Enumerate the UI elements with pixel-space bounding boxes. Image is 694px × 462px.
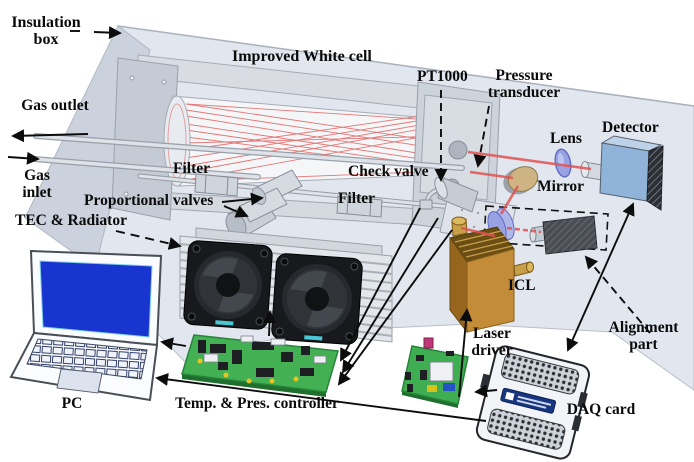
gas-inlet-arrow — [7, 151, 40, 165]
detector-daq-line — [566, 202, 635, 352]
controller-to-pc-arrow — [160, 337, 187, 351]
sensor-line-3 — [337, 229, 453, 386]
label-mirror: Mirror — [537, 178, 585, 195]
alignment-part-arrow — [584, 255, 651, 334]
annotation-arrows — [7, 26, 651, 422]
label-pt1000: PT1000 — [417, 68, 468, 85]
label-insulation-box: Insulation box — [11, 14, 81, 49]
label-gas-outlet: Gas outlet — [21, 97, 89, 114]
pressure-transducer-arrow — [473, 105, 490, 168]
label-pc: PC — [61, 395, 83, 412]
label-laser-driver: Laser driver — [471, 325, 513, 359]
label-pressure-transducer: Pressure transducer — [487, 67, 561, 101]
pressure-transducer-device — [434, 177, 479, 213]
filter-fitting-left — [194, 173, 239, 197]
label-filter-right: Filter — [338, 190, 376, 207]
daq-to-pc-line — [155, 372, 487, 422]
controller-to-tec-arrow — [263, 310, 277, 337]
icl-laser — [449, 216, 534, 334]
gas-plumbing — [31, 133, 465, 239]
mirror — [503, 166, 539, 195]
label-temp-pres-controller: Temp. & Pres. controller — [175, 395, 339, 412]
laser-driver-pcb — [401, 337, 469, 408]
temp-pres-controller-pcb — [181, 334, 339, 397]
label-filter-left: Filter — [173, 160, 211, 177]
daq-to-laser-driver-arrow — [474, 384, 498, 398]
fan-right — [271, 253, 363, 345]
gas-outlet-arrow — [11, 129, 89, 143]
laser-beams — [460, 150, 592, 238]
label-tec-radiator: TEC & Radiator — [15, 212, 127, 229]
sensor-line-2 — [341, 217, 439, 374]
label-detector: Detector — [602, 119, 659, 136]
sensor-line-1 — [340, 207, 421, 362]
label-lens: Lens — [550, 130, 582, 147]
label-alignment-part: Alignment part — [608, 319, 679, 353]
label-gas-inlet: Gas inlet — [22, 167, 52, 201]
detector-device — [580, 135, 664, 211]
tec-radiator-heatsink — [179, 227, 393, 345]
tec-radiator-arrow — [115, 230, 182, 250]
laser-driver-to-icl-arrow — [458, 308, 473, 398]
proportional-valves-arrow-2 — [223, 205, 249, 218]
filter-fitting-right — [336, 195, 383, 218]
label-icl: ICL — [508, 277, 536, 294]
label-daq-card: DAQ card — [566, 401, 636, 418]
white-cell — [111, 54, 501, 237]
pc-laptop — [9, 249, 163, 402]
label-check-valve: Check valve — [348, 163, 429, 180]
fan-left — [183, 240, 273, 330]
label-improved-white-cell: Improved White cell — [232, 48, 372, 65]
proportional-valves-arrow-1 — [221, 192, 264, 206]
daq-logo-strip — [500, 387, 557, 414]
insulation-box-arrow — [93, 26, 122, 40]
label-proportional-valves: Proportional valves — [84, 192, 214, 209]
